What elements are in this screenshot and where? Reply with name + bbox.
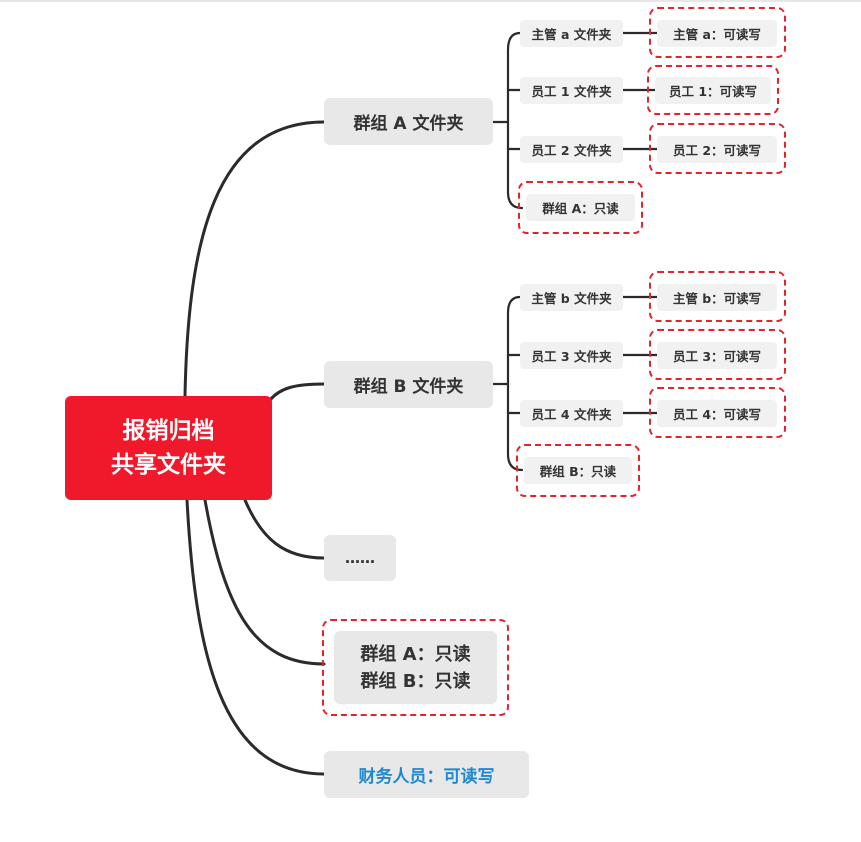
ellipsis-node: …… [324, 535, 396, 581]
group-b-perm-1-frame [649, 271, 786, 322]
group-a-perm-2-frame [647, 65, 779, 115]
finance-node: 财务人员：可读写 [324, 751, 529, 798]
group-b-readonly-frame [516, 444, 640, 497]
root-node: 报销归档 共享文件夹 [65, 396, 272, 500]
group-a-readonly-frame [518, 181, 643, 234]
group-a-perm-1: 主管 a：可读写 [657, 20, 777, 47]
root-perms-frame [322, 619, 509, 716]
group-a-folder-3: 员工 2 文件夹 [520, 136, 623, 163]
top-border [0, 0, 861, 2]
group-a-perm-3-frame [649, 123, 786, 174]
root-title-line1: 报销归档 [122, 418, 215, 444]
group-a-node: 群组 A 文件夹 [324, 98, 493, 145]
link-root-group-a [183, 120, 326, 398]
root-perm-group-b: 群组 B：只读 [360, 670, 471, 692]
group-b-readonly: 群组 B：只读 [524, 457, 632, 484]
link-root-group-b [268, 382, 326, 402]
group-b-folder-3: 员工 4 文件夹 [520, 400, 623, 427]
link-root-finance [185, 498, 326, 776]
link-group-b-trunk [506, 295, 524, 472]
root-perm-group-a: 群组 A：只读 [360, 643, 471, 665]
group-b-perm-3-frame [649, 387, 786, 438]
group-b-node: 群组 B 文件夹 [324, 361, 493, 408]
group-b-perm-1: 主管 b：可读写 [657, 284, 777, 311]
group-a-perm-3: 员工 2：可读写 [657, 136, 777, 163]
link-group-a-trunk [506, 31, 524, 210]
link-root-ellipsis [243, 498, 326, 560]
root-perms-node: 群组 A：只读 群组 B：只读 [334, 631, 497, 704]
group-a-perm-1-frame [649, 7, 786, 58]
group-b-perm-3: 员工 4：可读写 [657, 400, 777, 427]
group-a-folder-1: 主管 a 文件夹 [520, 20, 623, 47]
root-title-line2: 共享文件夹 [111, 452, 226, 478]
group-a-perm-2: 员工 1：可读写 [655, 77, 771, 104]
group-b-folder-2: 员工 3 文件夹 [520, 342, 623, 369]
group-b-folder-1: 主管 b 文件夹 [520, 284, 623, 311]
group-b-perm-2-frame [649, 329, 786, 380]
group-a-readonly: 群组 A：只读 [526, 194, 635, 221]
link-root-perms [203, 498, 326, 666]
group-b-perm-2: 员工 3：可读写 [657, 342, 777, 369]
group-a-folder-2: 员工 1 文件夹 [520, 77, 623, 104]
